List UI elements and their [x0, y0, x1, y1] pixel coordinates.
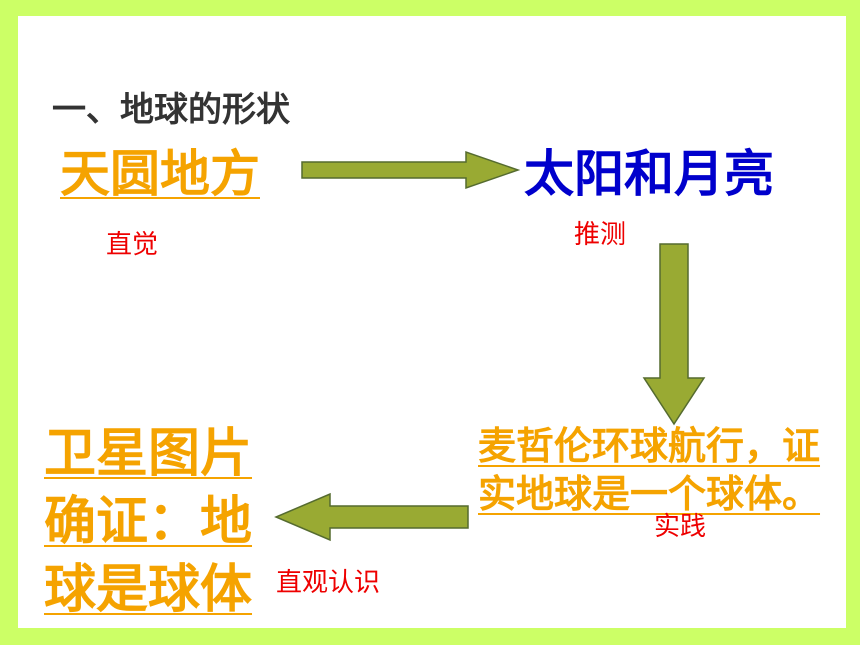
- slide: 一、地球的形状 天圆地方 太阳和月亮 直觉 推测 麦哲伦环球航行，证实地球是一个…: [18, 16, 846, 628]
- node-tianyuan-difang: 天圆地方: [60, 145, 260, 203]
- node-magellan-voyage: 麦哲伦环球航行，证实地球是一个球体。: [478, 424, 821, 516]
- label-practice: 实践: [654, 512, 707, 542]
- node-satellite-confirmation: 卫星图片确证：地球是球体: [44, 424, 253, 620]
- label-intuition: 直觉: [106, 230, 159, 260]
- arrows-layer: [274, 150, 706, 542]
- arrow-left: [274, 492, 469, 542]
- slide-title: 一、地球的形状: [52, 90, 290, 130]
- arrow-right: [301, 150, 521, 190]
- arrow-down: [642, 243, 706, 426]
- label-direct-cognition: 直观认识: [276, 568, 381, 598]
- label-inference: 推测: [574, 220, 627, 250]
- node-sun-and-moon: 太阳和月亮: [524, 145, 774, 203]
